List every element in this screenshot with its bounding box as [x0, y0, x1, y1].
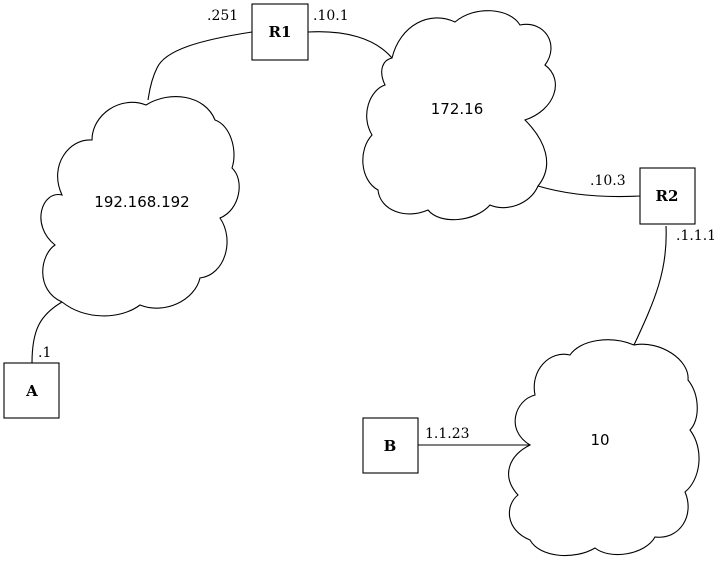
router-r1-box [251, 3, 309, 61]
link-net172-r2 [537, 185, 641, 198]
link-r1-net192 [147, 31, 253, 101]
router-r1-label: R1 [269, 23, 292, 41]
interface-label-r2-172: .10.3 [590, 173, 626, 189]
interface-label-b-10: 1.1.23 [425, 426, 470, 442]
link-a-net192 [31, 301, 63, 364]
host-b-label: B [384, 437, 397, 455]
link-r2-net10 [633, 225, 667, 346]
network-label-192-168-192: 192.168.192 [94, 193, 189, 211]
host-a-box [3, 362, 60, 419]
network-label-10: 10 [590, 431, 609, 449]
host-b-box [362, 417, 419, 474]
interface-label-r2-10: .1.1.1 [676, 228, 716, 244]
network-label-172-16: 172.16 [431, 100, 484, 118]
interface-label-a-192: .1 [38, 345, 51, 361]
link-r1-net172 [307, 31, 393, 59]
network-cloud-10 [508, 339, 700, 557]
network-cloud-192-168-192 [40, 96, 240, 317]
router-r2-label: R2 [656, 187, 679, 205]
network-cloud-172-16 [362, 10, 556, 221]
interface-label-r1-192: .251 [207, 8, 238, 24]
host-a-label: A [25, 382, 38, 400]
interface-label-r1-172: .10.1 [313, 8, 349, 24]
router-r2-box [639, 167, 696, 225]
